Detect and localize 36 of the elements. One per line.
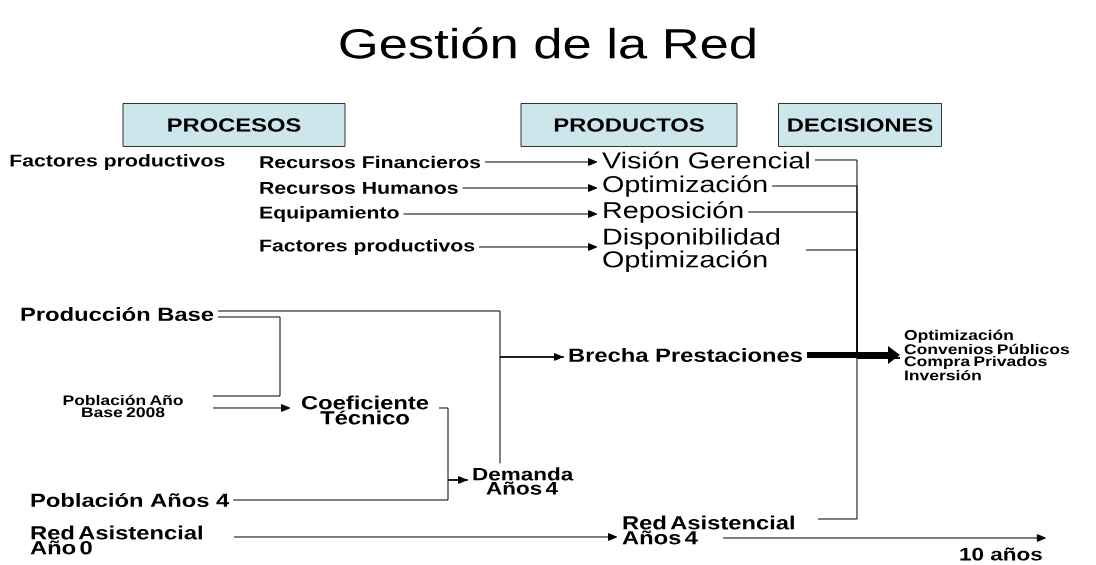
node-label: Red Asistencial Años 4	[622, 515, 794, 545]
node-label: Visión Gerencial	[602, 151, 809, 169]
node-label: Optimización	[603, 175, 767, 197]
node-label: Equipamiento	[260, 206, 399, 222]
arrow	[484, 158, 598, 166]
node-label: Población Años 4	[31, 492, 230, 508]
node-label: Recursos Humanos	[260, 182, 458, 194]
node-label: Recursos Financieros	[260, 155, 481, 169]
node-label: Población Año Base 2008	[63, 394, 183, 418]
arrow	[462, 184, 598, 192]
node-label: Coeficiente Técnico	[301, 395, 429, 425]
arrow	[447, 476, 468, 484]
arrow	[233, 533, 618, 541]
arrow	[212, 404, 291, 412]
node-label: 10 años	[960, 547, 1042, 561]
node-label: Reposición	[604, 201, 743, 223]
node-label: Factores productivos	[260, 239, 475, 255]
connector-line	[499, 356, 565, 464]
node-label: Red Asistencial Año 0	[30, 525, 202, 555]
node-label: Demanda Años 4	[473, 467, 574, 495]
column-header-box: PRODUCTOS	[520, 103, 738, 147]
column-header-box: PROCESOS	[122, 103, 346, 147]
node-label: Optimización Convenios Públicos Compra Privados Inversión	[904, 329, 1069, 381]
label-text: Factores productivos	[10, 154, 225, 170]
connector-line	[817, 357, 901, 520]
node-label: Brecha Prestaciones	[569, 348, 802, 362]
connector-line	[232, 479, 469, 501]
arrow	[722, 534, 1046, 542]
arrow	[478, 243, 598, 251]
arrow	[499, 353, 564, 361]
arrow	[403, 210, 598, 218]
connector-line	[212, 316, 281, 397]
title: Gestión de la Red	[340, 27, 755, 59]
column-header-box: DECISIONES	[778, 103, 942, 147]
node-label: Disponibilidad Optimización	[603, 227, 780, 273]
node-label: Producción Base	[21, 306, 214, 322]
